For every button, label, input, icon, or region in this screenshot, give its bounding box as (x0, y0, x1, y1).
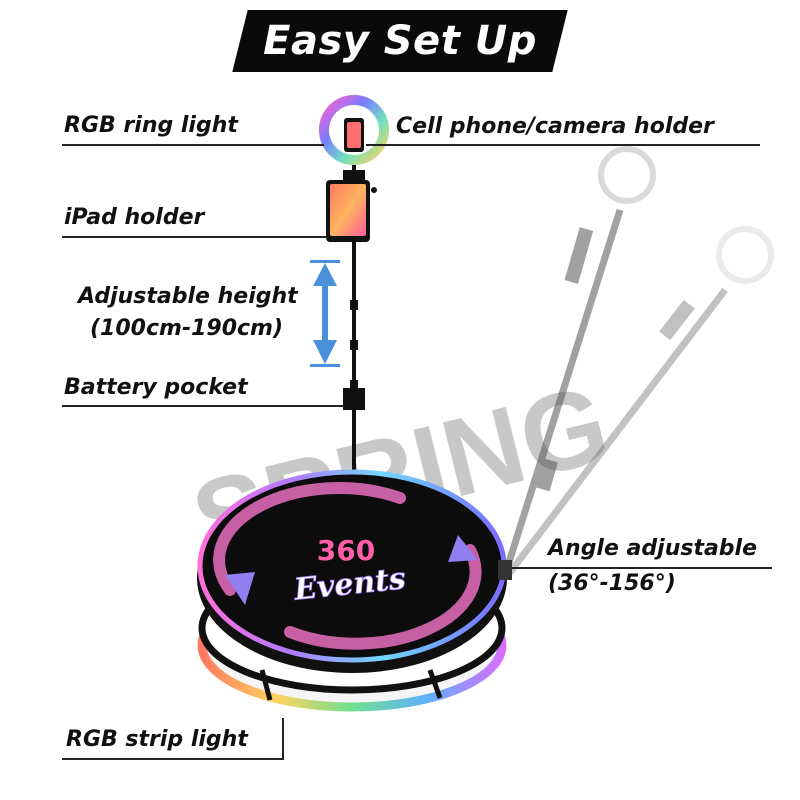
logo-number: 360 (317, 534, 375, 567)
platform-base (197, 469, 512, 712)
battery-pocket-box (343, 388, 365, 410)
label-angle-range: (36°-156°) (548, 571, 676, 596)
angled-arm-ghost-1 (501, 146, 656, 577)
label-angle: Angle adjustable (548, 536, 758, 561)
underline-battery (62, 405, 344, 407)
height-arrow (310, 260, 340, 367)
label-phone-holder: Cell phone/camera holder (396, 114, 714, 139)
label-strip-light: RGB strip light (66, 727, 248, 752)
underline-ipad-holder (62, 236, 326, 238)
underline-phone-holder (366, 144, 760, 146)
label-ring-light: RGB ring light (64, 113, 238, 138)
label-height: Adjustable height (78, 284, 298, 309)
angled-arm-ghost-2 (505, 226, 774, 578)
leader-strip-light (282, 718, 284, 759)
label-ipad-holder: iPad holder (64, 205, 205, 230)
underline-ring-light (62, 144, 324, 146)
label-height-range: (100cm-190cm) (90, 316, 284, 341)
underline-strip-light (62, 758, 284, 760)
label-battery: Battery pocket (64, 375, 248, 400)
ipad-holder-device (326, 180, 377, 242)
page-title: Easy Set Up (263, 18, 537, 64)
underline-angle (512, 567, 772, 569)
ring-light (319, 95, 389, 165)
